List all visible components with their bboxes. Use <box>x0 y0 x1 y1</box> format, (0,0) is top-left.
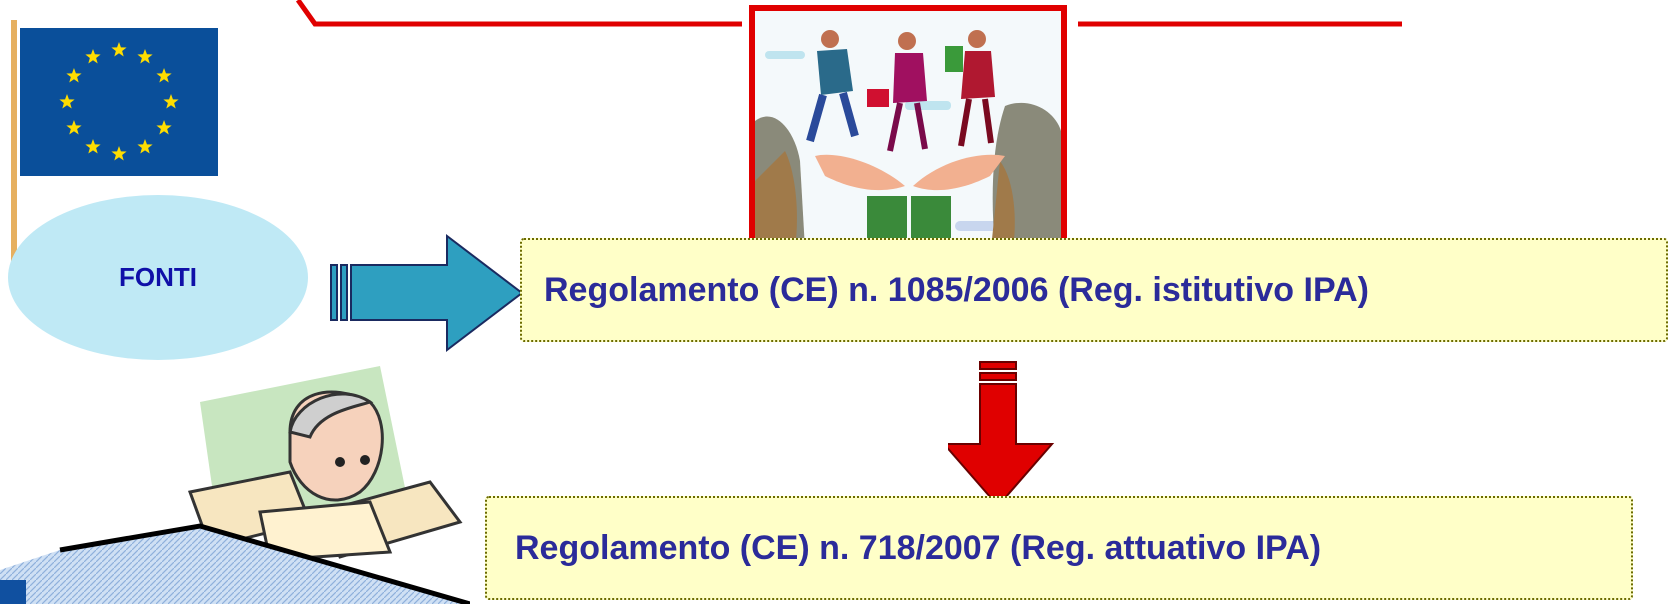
regulation-banner-2: Regolamento (CE) n. 718/2007 (Reg. attua… <box>485 496 1633 600</box>
eu-star-icon <box>111 42 127 57</box>
eu-star-icon <box>137 139 153 154</box>
eu-star-icon <box>163 94 179 109</box>
corner-wedge <box>0 523 470 604</box>
eu-star-icon <box>156 120 172 135</box>
right-block-arrow <box>330 233 524 353</box>
eu-star-icon <box>59 94 75 109</box>
business-people-image-frame <box>749 5 1067 255</box>
regulation-text-1: Regolamento (CE) n. 1085/2006 (Reg. isti… <box>544 270 1369 309</box>
fonti-ellipse: FONTI <box>8 195 308 360</box>
eu-star-icon <box>85 139 101 154</box>
eu-star-icon <box>66 120 82 135</box>
eu-star-icon <box>156 68 172 83</box>
regulation-text-2: Regolamento (CE) n. 718/2007 (Reg. attua… <box>515 528 1322 567</box>
down-block-arrow <box>948 361 1055 508</box>
flag-pole <box>11 20 17 272</box>
eu-star-icon <box>66 68 82 83</box>
eu-flag-icon <box>20 28 218 176</box>
fonti-label: FONTI <box>119 262 197 292</box>
regulation-banner-1: Regolamento (CE) n. 1085/2006 (Reg. isti… <box>520 238 1668 342</box>
top-red-line <box>295 0 1402 27</box>
business-people-clipart <box>755 11 1061 249</box>
papers-person-clipart <box>187 366 463 562</box>
eu-star-icon <box>111 146 127 161</box>
eu-star-icon <box>85 48 101 64</box>
eu-star-icon <box>137 48 153 64</box>
